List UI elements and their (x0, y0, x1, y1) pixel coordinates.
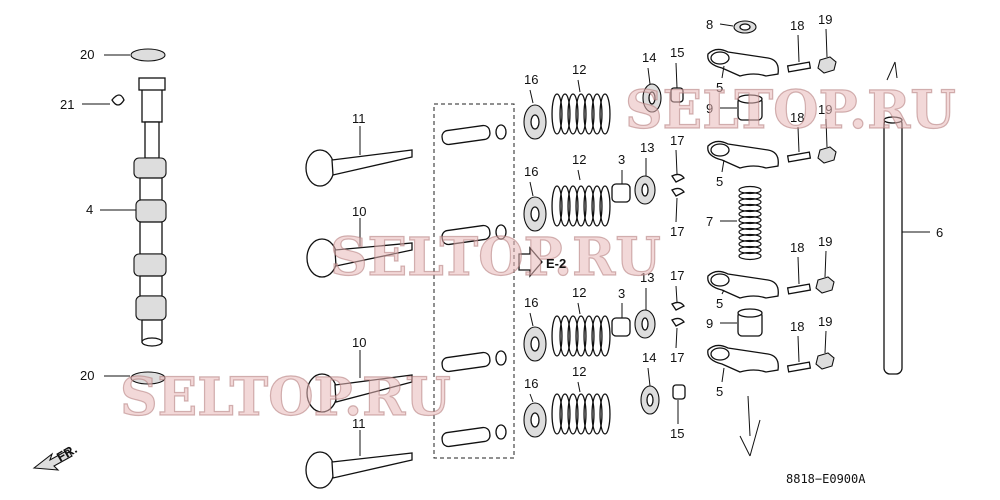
callout-3-b: 3 (618, 286, 625, 301)
rocker-spring-coil (738, 239, 762, 249)
rocker-spring-coil (738, 185, 762, 195)
rocker-spring-coil (738, 203, 762, 213)
callout-12-b: 12 (572, 152, 586, 167)
thrust-washer-top (130, 48, 166, 62)
camshaft (133, 77, 167, 347)
rocker-spring-coil (738, 191, 762, 201)
callout-3-a: 3 (618, 152, 625, 167)
rocker-spring-coil (738, 233, 762, 243)
key (111, 94, 125, 106)
callout-20: 20 (80, 47, 94, 62)
callout-12-c: 12 (572, 285, 586, 300)
callout-11: 11 (352, 111, 366, 126)
callout-19-c: 19 (818, 234, 832, 249)
callout-17-b: 17 (670, 224, 684, 239)
rocker-arms (707, 20, 779, 373)
callout-19-d: 19 (818, 314, 832, 329)
callout-5-c: 5 (716, 296, 723, 311)
callout-5-a: 5 (716, 80, 723, 95)
valve-spring-2 (551, 185, 611, 227)
callout-20-bottom: 20 (80, 368, 94, 383)
callout-5-d: 5 (716, 384, 723, 399)
callout-17-d: 17 (670, 350, 684, 365)
callout-18-d: 18 (790, 319, 804, 334)
callout-9-a: 9 (706, 101, 713, 116)
camshaft-group (82, 48, 167, 385)
valve-spring-1 (551, 93, 611, 135)
callout-12-a: 12 (572, 62, 586, 77)
rocker-spring-coil (738, 245, 762, 255)
adjust-screws-and-nuts (786, 56, 837, 373)
callout-18-c: 18 (790, 240, 804, 255)
callout-16-d: 16 (524, 376, 538, 391)
thrust-washer-bottom (130, 371, 166, 385)
callout-21: 21 (60, 97, 74, 112)
rocker-spring-coil (738, 227, 762, 237)
rocker-spring-coil (738, 221, 762, 231)
rocker-spring-coil (738, 215, 762, 225)
rocker-shaft (883, 61, 930, 375)
callout-16-a: 16 (524, 72, 538, 87)
diagram-code: 8818−E0900A (786, 472, 866, 486)
callout-9-b: 9 (706, 316, 713, 331)
callout-15-a: 15 (670, 45, 684, 60)
callout-13-b: 13 (640, 270, 654, 285)
callout-17-a: 17 (670, 133, 684, 148)
watermark-top: SELTOP.RU (625, 80, 956, 141)
front-direction-arrow: FR. (32, 441, 80, 471)
callout-10-bottom: 10 (352, 335, 366, 350)
callout-12-d: 12 (572, 364, 586, 379)
reference-arrow (518, 246, 543, 278)
callout-14-a: 14 (642, 50, 656, 65)
reference-label: E-2 (546, 256, 566, 271)
callout-6: 6 (936, 225, 943, 240)
valve-exhaust-bottom (305, 430, 413, 489)
callout-15-b: 15 (670, 426, 684, 441)
callout-19-b: 19 (818, 102, 832, 117)
rocker-spring-coil (738, 197, 762, 207)
callout-5-b: 5 (716, 174, 723, 189)
rocker-spring-coil (738, 209, 762, 219)
callout-18-b: 18 (790, 110, 804, 125)
valve-guides (441, 124, 507, 448)
callout-19-a: 19 (818, 12, 832, 27)
callout-4: 4 (86, 202, 93, 217)
valve-exhaust-top (305, 126, 413, 187)
callout-13-a: 13 (640, 140, 654, 155)
valve-intake-top (306, 218, 413, 278)
watermark-bottom: SELTOP.RU (120, 367, 451, 428)
callout-16-c: 16 (524, 295, 538, 310)
watermark-middle: SELTOP.RU (330, 227, 661, 288)
callout-18-a: 18 (790, 18, 804, 33)
valve-intake-bottom (306, 350, 413, 413)
rocker-spring (738, 185, 762, 261)
leader-lines (529, 23, 828, 457)
callouts: 20 21 4 20 11 10 10 11 16 16 16 16 12 12… (60, 12, 943, 441)
valve-spring-3 (551, 315, 611, 357)
callout-7: 7 (706, 214, 713, 229)
callout-14-b: 14 (642, 350, 656, 365)
callout-17-c: 17 (670, 268, 684, 283)
rocker-spring-coil (738, 251, 762, 261)
callout-10: 10 (352, 204, 366, 219)
callout-11-bottom: 11 (352, 416, 366, 431)
callout-16-b: 16 (524, 164, 538, 179)
spring-seats (523, 104, 547, 438)
callout-8: 8 (706, 17, 713, 32)
valve-spring-4 (551, 393, 611, 435)
valve-springs (551, 93, 611, 435)
